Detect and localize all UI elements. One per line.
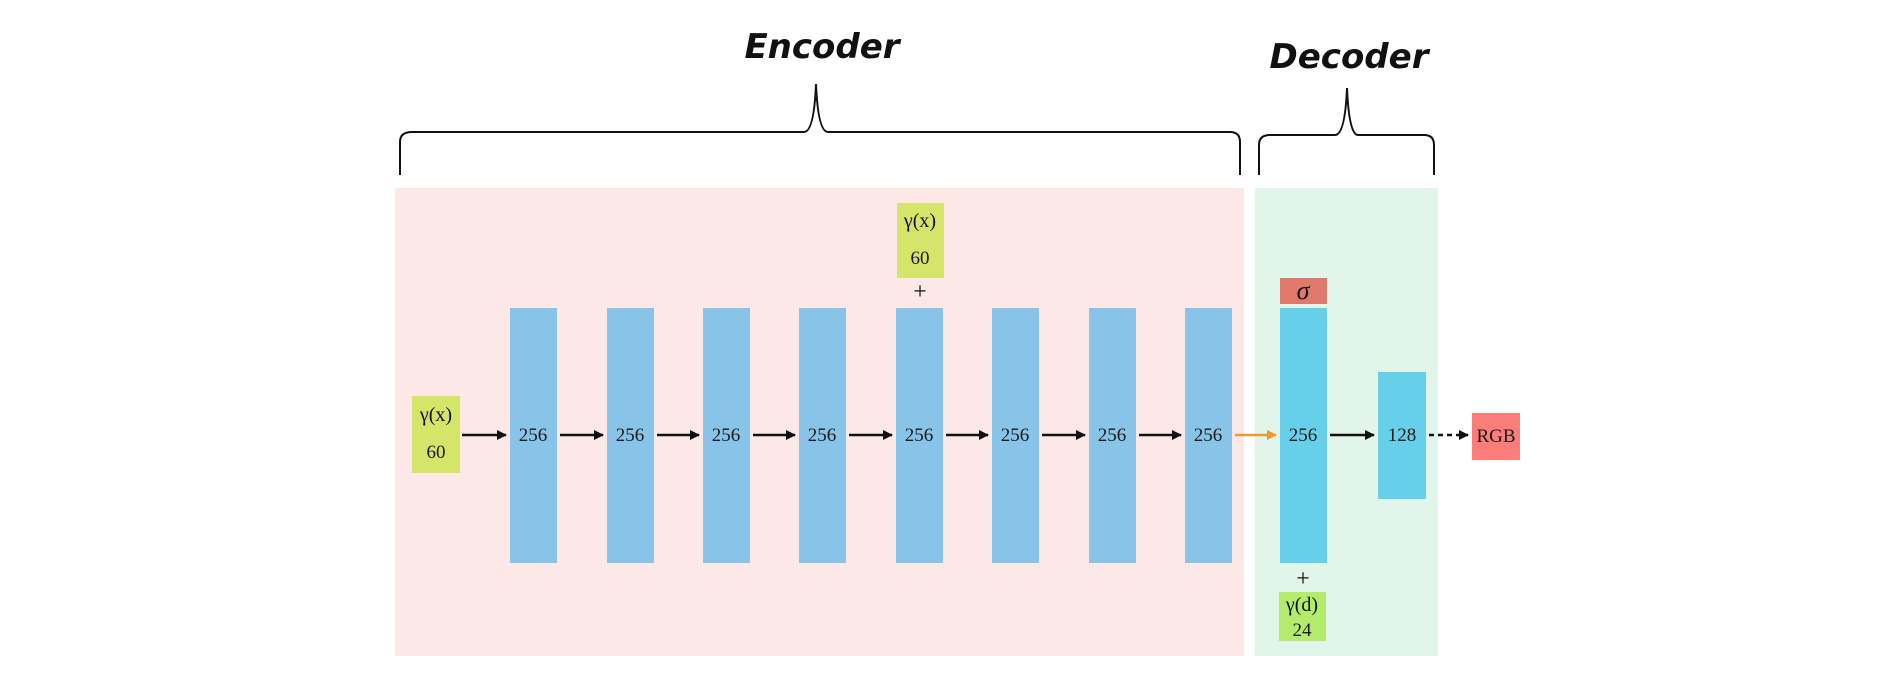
position-encoding-input [412,396,460,473]
encoder-layer-8-label: 256 [1194,425,1223,446]
decoder-title: Decoder [1270,37,1431,77]
position-encoding-dim: 60 [427,442,446,463]
encoder-title: Encoder [744,27,901,67]
encoder-layer-6-label: 256 [1001,425,1030,446]
encoder-layer-1-label: 256 [519,425,548,446]
encoder-layer-5-label: 256 [905,425,934,446]
rgb-label: RGB [1476,426,1515,447]
decoder-layer-2 [1378,372,1426,499]
encoder-layer-7 [1089,308,1136,563]
skip-plus-sign: + [913,279,927,305]
skip-position-encoding-dim: 60 [911,248,930,269]
encoder-layer-2-label: 256 [616,425,645,446]
encoder-layer-2 [607,308,654,563]
encoder-layer-5 [896,308,943,563]
decoder-brace [1258,87,1435,175]
direction-encoding-dim: 24 [1293,620,1313,641]
decoder-layer-1 [1280,308,1327,563]
encoder-layer-3 [703,308,750,563]
encoder-layer-7-label: 256 [1098,425,1127,446]
rgb-output [1472,413,1520,460]
encoder-layer-4-label: 256 [808,425,837,446]
encoder-layer-3-label: 256 [712,425,741,446]
skip-position-encoding-input [897,203,944,278]
skip-position-encoding-symbol: γ(x) [903,210,936,232]
decoder-layer-1-label: 256 [1289,425,1318,446]
encoder-layer-4 [799,308,846,563]
position-encoding-symbol: γ(x) [419,404,452,426]
decoder-layer-2-label: 128 [1388,425,1417,446]
sigma-label: σ [1297,276,1311,305]
encoder-layer-6 [992,308,1039,563]
encoder-layer-8 [1185,308,1232,563]
encoder-brace [399,83,1241,175]
encoder-layer-1 [510,308,557,563]
direction-encoding-input [1279,592,1326,641]
direction-plus-sign: + [1296,566,1310,592]
direction-encoding-symbol: γ(d) [1285,594,1318,616]
sigma-output [1280,278,1327,304]
